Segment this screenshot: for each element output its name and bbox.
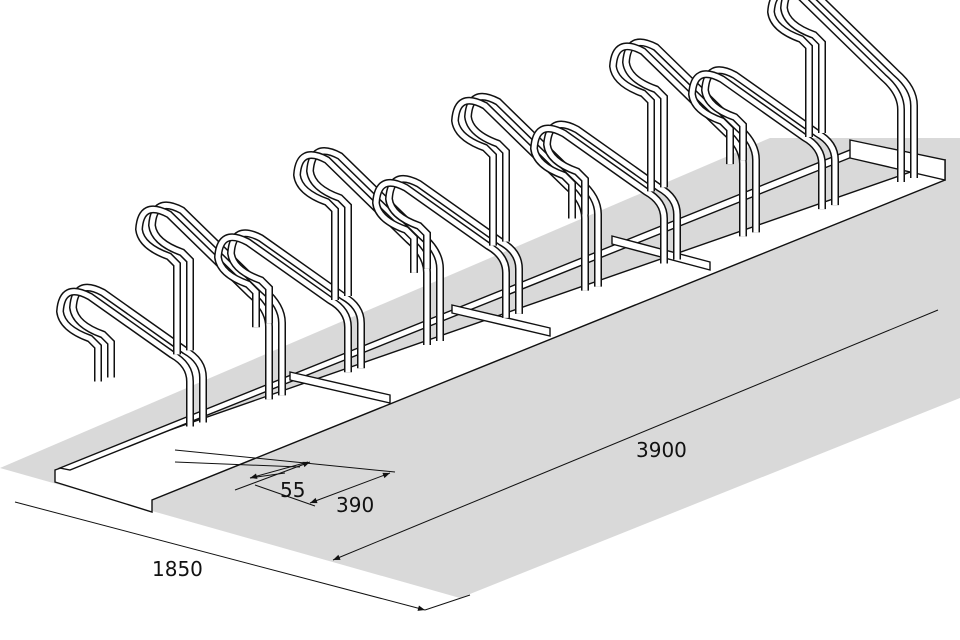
dimension-label-1850: 1850 (152, 557, 203, 581)
cross-bar (451, 304, 551, 337)
stand-tube (215, 234, 351, 373)
bike-stand (371, 174, 523, 318)
dimension-lines (14, 309, 939, 611)
bike-stand (213, 229, 365, 373)
stand-tube (57, 289, 193, 427)
bike-stand (529, 120, 681, 264)
dimension-label-55: 55 (280, 478, 305, 502)
cross-bar (289, 371, 391, 404)
bike-stand (687, 66, 839, 210)
dimension-label-3900: 3900 (636, 438, 687, 462)
bike-stand (55, 283, 207, 427)
stand-tube (768, 0, 904, 182)
bike-stand (766, 0, 918, 182)
stand-tube (531, 126, 667, 264)
dimension-label-390: 390 (336, 493, 374, 517)
stand-tube (781, 0, 917, 178)
bike-stands (55, 0, 918, 427)
stand-tube (689, 71, 825, 210)
stand-tube (373, 180, 509, 318)
